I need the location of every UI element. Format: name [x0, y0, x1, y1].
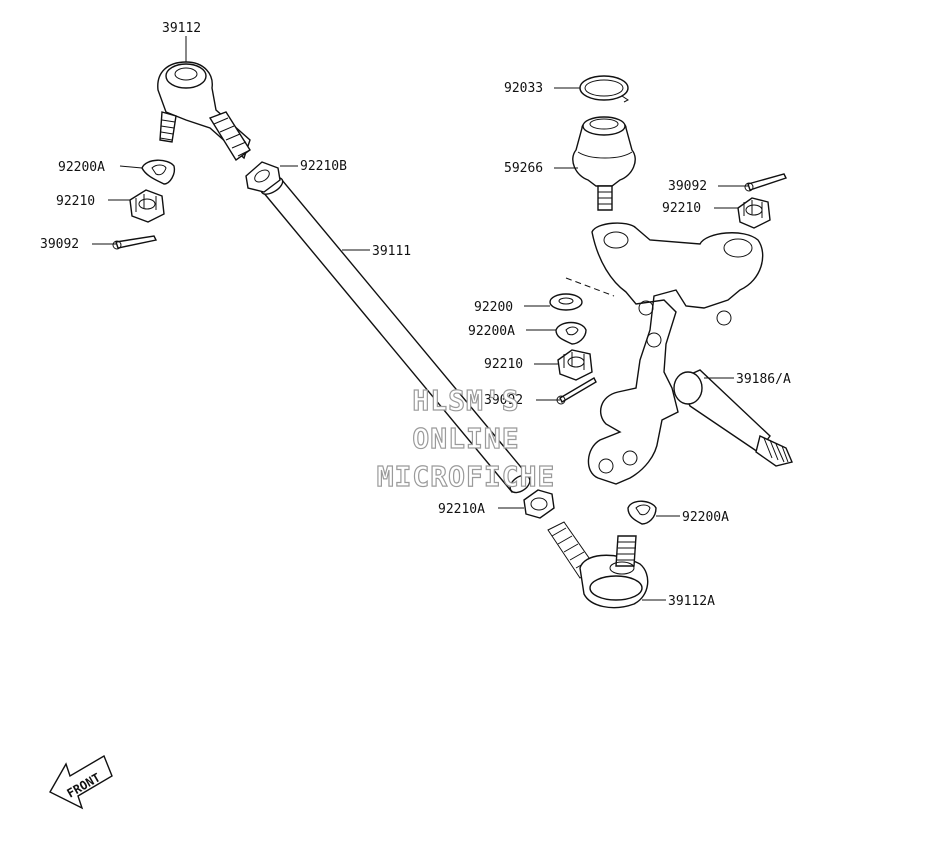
snap-ring-part[interactable] [579, 75, 629, 103]
knuckle-washer-part[interactable] [549, 293, 583, 311]
top-castle-nut-washer-part[interactable] [141, 159, 176, 185]
label-tie-rod[interactable]: 39111 [372, 244, 411, 259]
label-ball-joint[interactable]: 59266 [504, 161, 543, 176]
label-knuckle-washer-a[interactable]: 92200A [468, 324, 515, 339]
label-top-cotter-pin[interactable]: 39092 [40, 237, 79, 252]
label-bottom-washer[interactable]: 92200A [682, 510, 729, 525]
label-knuckle-castle-nut[interactable]: 92210 [662, 201, 701, 216]
top-cotter-pin-part[interactable] [112, 235, 158, 250]
knuckle-washer-a-part[interactable] [555, 321, 587, 345]
label-snap-ring[interactable]: 92033 [504, 81, 543, 96]
label-knuckle-washer[interactable]: 92200 [474, 300, 513, 315]
knuckle-nut-part[interactable] [557, 349, 593, 381]
steering-knuckle-part[interactable] [565, 222, 793, 485]
watermark-line-2: ONLINE [412, 422, 519, 455]
watermark-line-3: MICROFICHE [377, 460, 556, 493]
knuckle-cotter-pin-part[interactable] [744, 173, 787, 192]
label-knuckle-nut[interactable]: 92210 [484, 357, 523, 372]
knuckle-castle-nut-part[interactable] [737, 197, 771, 229]
label-tie-rod-locknut-bottom[interactable]: 92210A [438, 502, 485, 517]
part-labels: 39112 92200A 92210 39092 92210B 39111 92… [40, 21, 791, 609]
top-tie-rod-end-part[interactable] [157, 61, 251, 162]
top-castle-nut-part[interactable] [129, 189, 165, 223]
label-tie-rod-locknut-top[interactable]: 92210B [300, 159, 347, 174]
watermark: HLSM'S ONLINE MICROFICHE [376, 383, 556, 493]
tie-rod-end-collar [509, 474, 531, 494]
label-top-castle-nut[interactable]: 92210 [56, 194, 95, 209]
watermark-line-1: HLSM'S [412, 384, 519, 417]
knuckle-pin-part[interactable] [556, 377, 597, 405]
label-knuckle-pin[interactable]: 39092 [484, 393, 523, 408]
ball-joint-part[interactable] [572, 116, 636, 211]
bottom-tie-rod-end-part[interactable] [547, 521, 649, 609]
label-steering-knuckle[interactable]: 39186/A [736, 372, 791, 387]
label-top-castle-nut-washer[interactable]: 92200A [58, 160, 105, 175]
bottom-washer-part[interactable] [627, 500, 657, 525]
label-top-tie-rod-end[interactable]: 39112 [162, 21, 201, 36]
label-knuckle-cotter-pin[interactable]: 39092 [668, 179, 707, 194]
leader-lines [92, 36, 748, 601]
tie-rod-locknut-bottom-part[interactable] [523, 489, 555, 519]
tie-rod-locknut-top-part[interactable] [245, 161, 281, 193]
label-bottom-tie-rod-end[interactable]: 39112A [668, 594, 715, 609]
front-direction-arrow: FRONT [49, 754, 113, 810]
